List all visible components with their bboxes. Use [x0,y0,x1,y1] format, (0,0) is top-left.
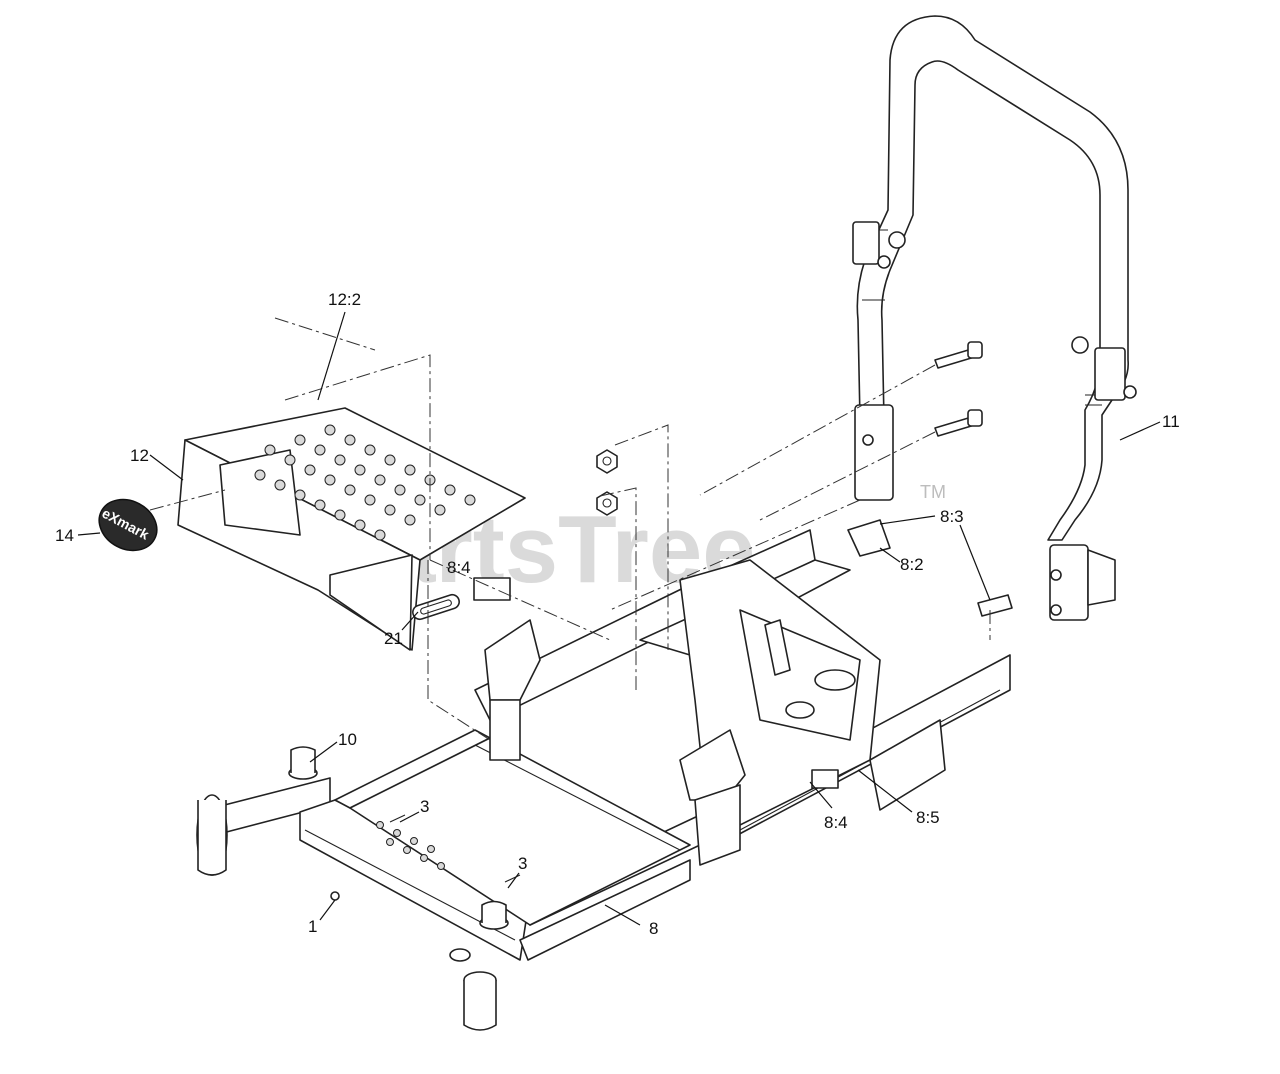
bolt-lower [934,409,983,437]
decal-8-4-bottom [811,769,839,789]
bolt-upper [934,341,983,369]
assembly-lines [149,317,991,741]
callout-12: 12 [130,446,149,465]
callout-21: 21 [384,629,403,648]
frame-tab-upper [847,519,891,557]
callout-8-4-bottom: 8:4 [824,813,848,832]
callout-8-3: 8:3 [940,507,964,526]
callout-8-5: 8:5 [916,808,940,827]
exmark-logo-badge: eXmark [98,498,158,552]
foot-platform [177,407,526,651]
main-frame [196,529,1011,1031]
callout-8-2: 8:2 [900,555,924,574]
callout-8: 8 [649,919,658,938]
callout-8-4-top: 8:4 [447,558,471,577]
callout-10: 10 [338,730,357,749]
roll-bar [852,15,1137,621]
leader-lines [77,311,1161,926]
callout-3-left: 3 [420,797,429,816]
nut-upper [596,449,618,474]
callout-12-2: 12:2 [328,290,361,309]
callout-3-right: 3 [518,854,527,873]
callout-1: 1 [308,917,317,936]
frame-tab-lower [977,594,1013,617]
callout-11: 11 [1162,412,1180,431]
callouts: 12:2 12 14 8:4 21 10 3 3 1 8 8:4 8:5 8:3… [55,290,1180,938]
bumper-right [479,900,509,930]
decal-8-4-top [473,577,511,601]
nut-lower [596,491,618,516]
watermark-tm: TM [920,482,946,502]
platform-holes [254,424,476,541]
grommet [412,593,460,621]
callout-14: 14 [55,526,74,545]
bumper-left [288,746,318,780]
